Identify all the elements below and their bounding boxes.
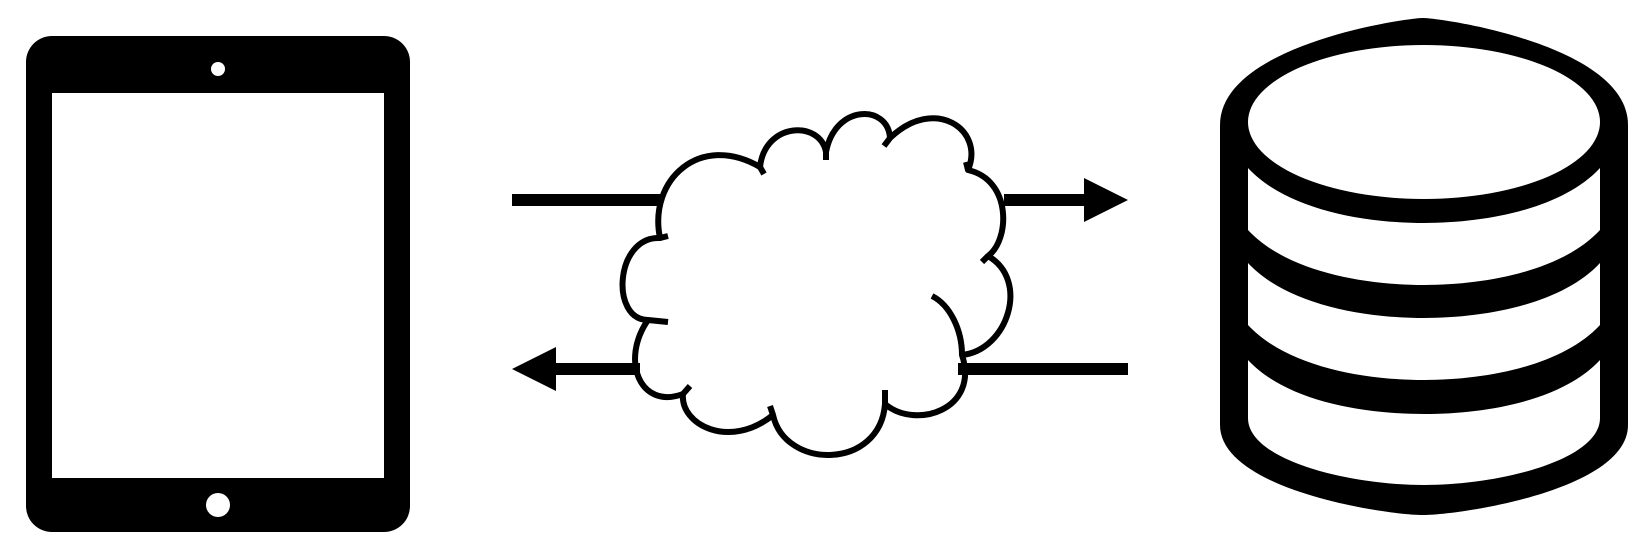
database-band-1 xyxy=(1248,168,1600,285)
tablet-home-button xyxy=(206,493,230,517)
cloud-detail xyxy=(930,293,965,356)
cloud-detail xyxy=(881,136,893,148)
left-arrowhead-icon xyxy=(512,347,556,391)
request-arrow xyxy=(512,178,1128,222)
database-icon xyxy=(1220,18,1628,515)
cloud-outline xyxy=(619,111,1014,458)
database-band-2 xyxy=(1248,263,1600,380)
cloud-detail xyxy=(979,253,991,265)
database-band-3 xyxy=(1248,360,1600,485)
database-top-disc xyxy=(1248,45,1600,199)
cloud-detail xyxy=(757,165,767,176)
tablet-icon xyxy=(26,36,410,532)
right-arrowhead-icon xyxy=(1084,178,1128,222)
cloud-detail xyxy=(680,384,693,396)
cloud-detail xyxy=(963,161,971,171)
cloud-detail xyxy=(659,233,669,241)
cloud-icon xyxy=(619,111,1014,458)
cloud-detail xyxy=(767,405,776,416)
tablet-screen xyxy=(52,93,384,478)
tablet-camera xyxy=(211,62,225,76)
response-arrow xyxy=(512,347,1128,391)
cloud-detail xyxy=(647,317,669,325)
